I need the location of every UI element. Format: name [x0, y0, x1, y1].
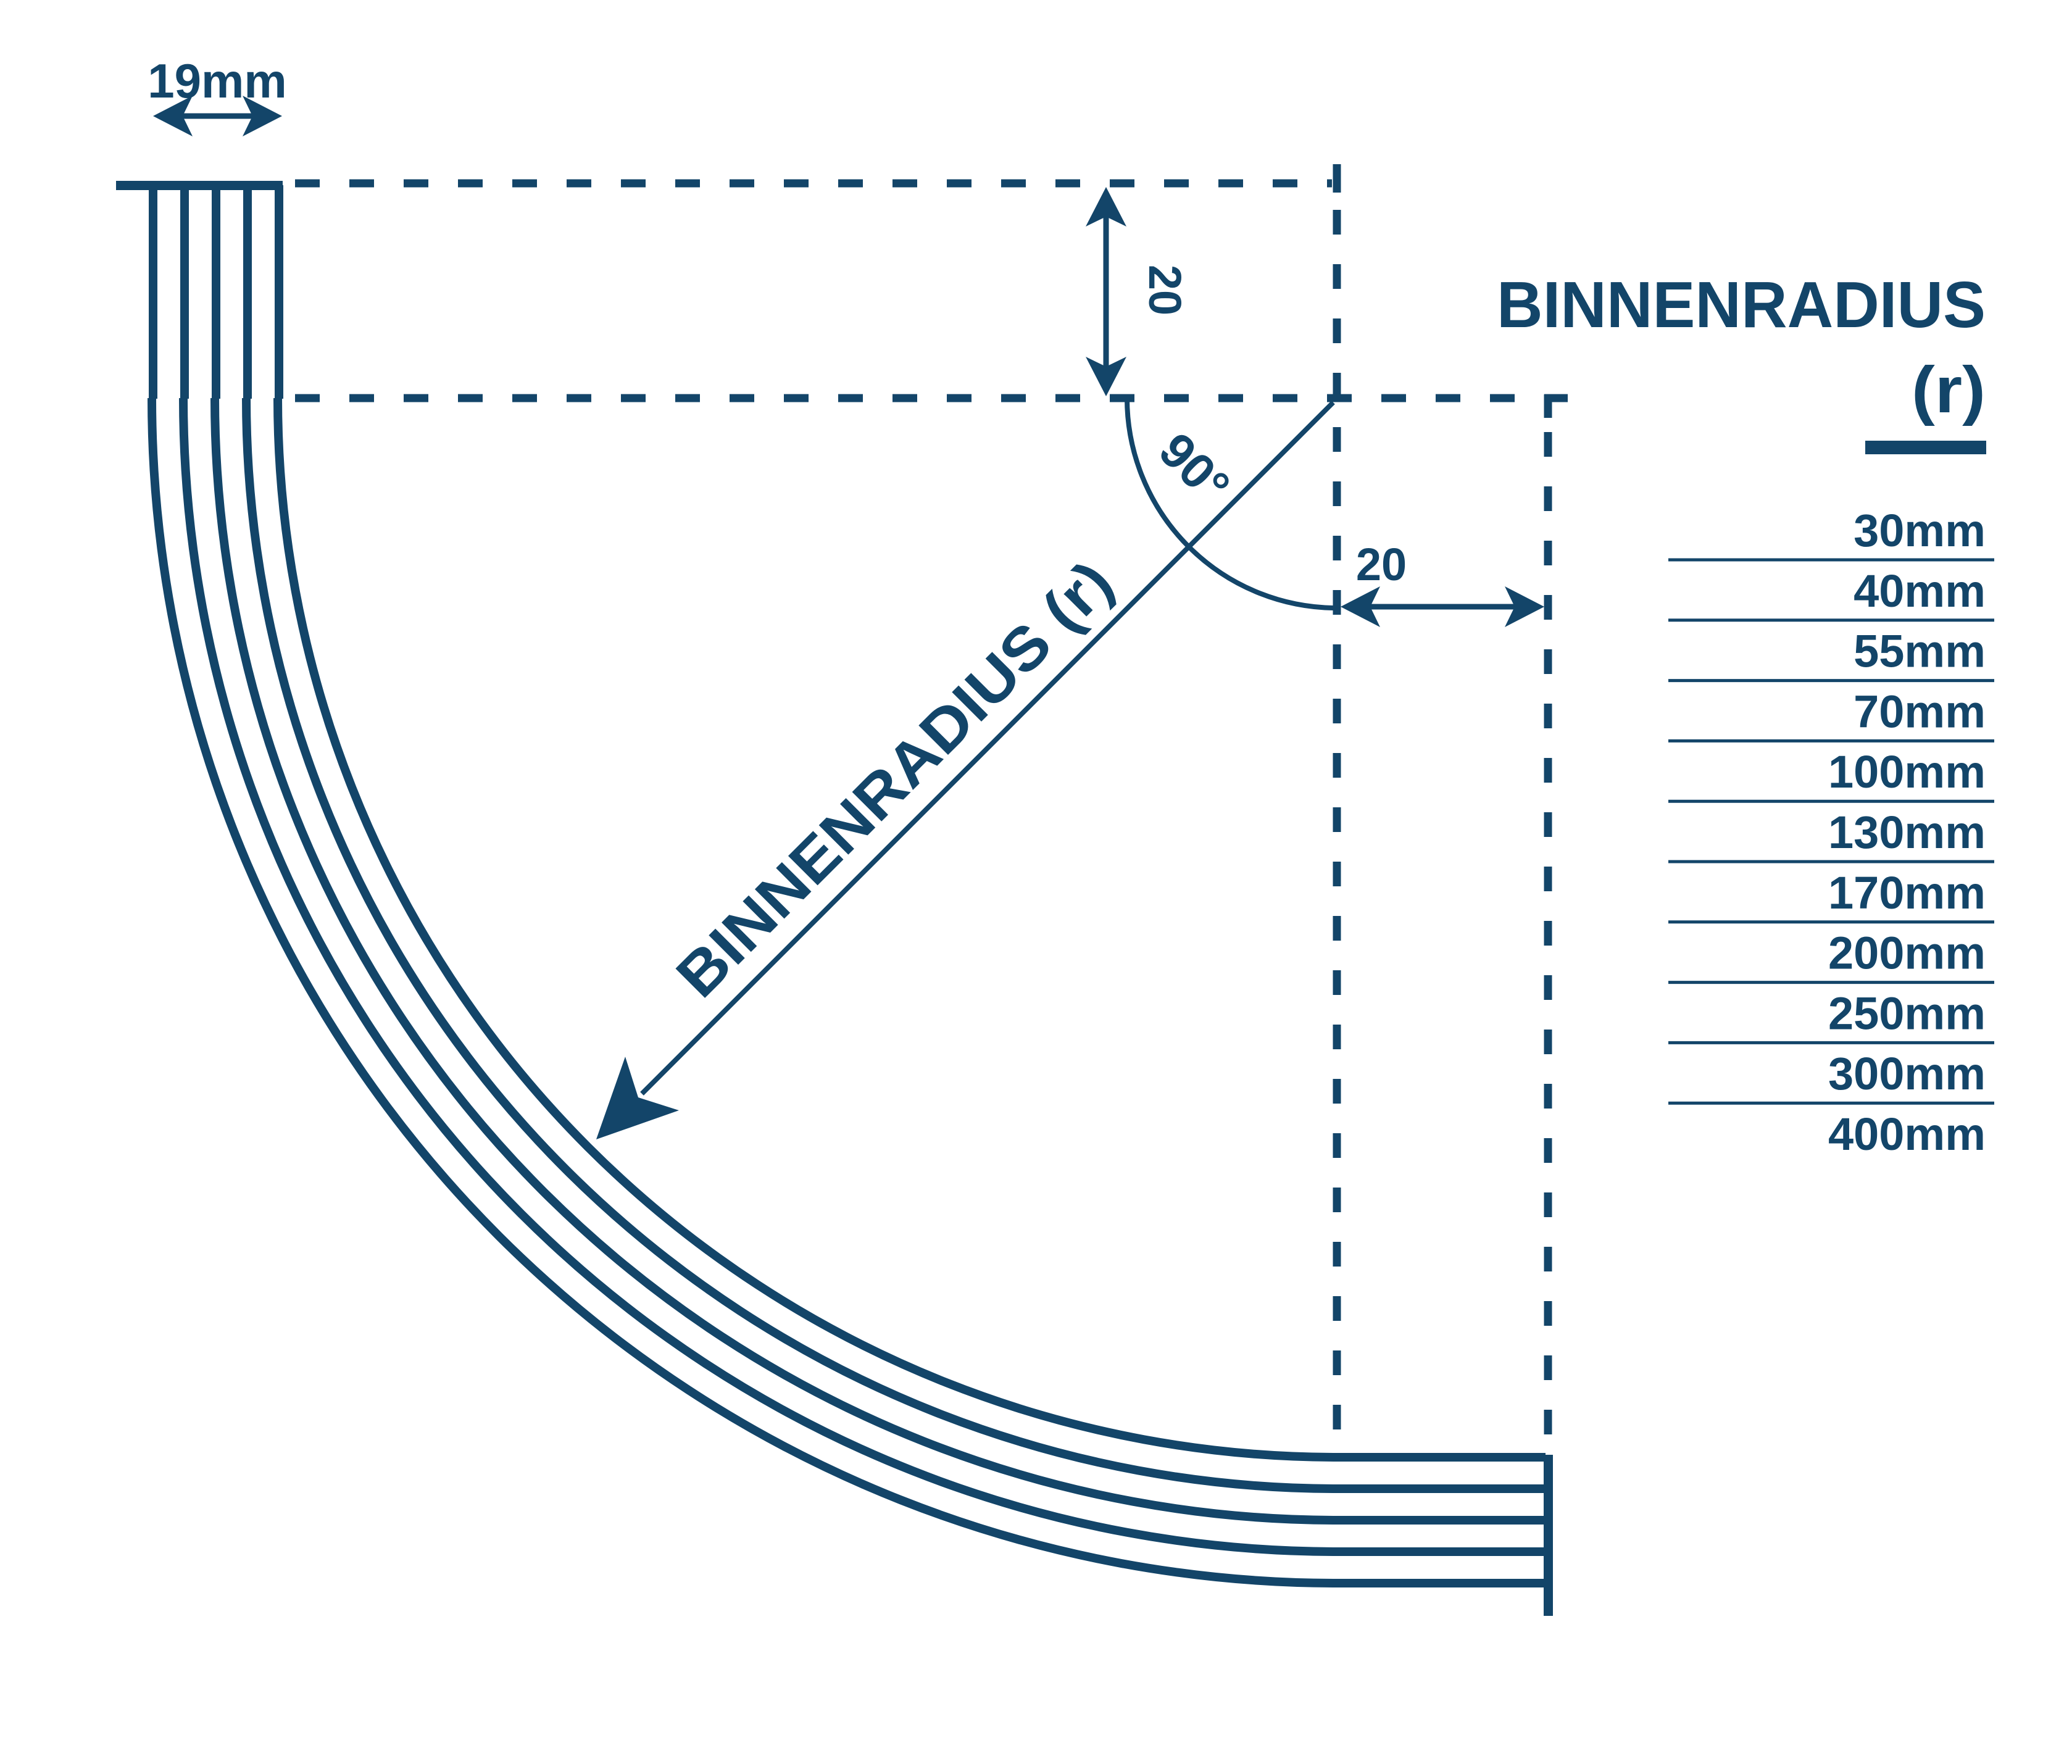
legend-item: 30mm — [1854, 505, 1986, 556]
dimension-20-horizontal: 20 — [1341, 539, 1544, 627]
track-rails-bottom-straight — [1337, 1453, 1546, 1587]
arrowhead-right-icon — [1505, 586, 1544, 627]
angle-90-label: 90° — [1149, 422, 1240, 514]
dimension-19mm-label: 19mm — [148, 54, 286, 108]
legend: BINNENRADIUS (r) 30mm 40mm 55mm 70mm 100mm 13… — [1497, 268, 1994, 1160]
radius-arrow-head-icon — [596, 1057, 679, 1139]
legend-item: 55mm — [1854, 626, 1986, 677]
legend-title: BINNENRADIUS — [1497, 268, 1986, 341]
legend-item: 200mm — [1828, 928, 1986, 979]
dashed-guide-elbows — [1333, 164, 1568, 418]
legend-item: 300mm — [1828, 1048, 1986, 1099]
legend-item: 100mm — [1828, 746, 1986, 797]
legend-item: 170mm — [1828, 867, 1986, 918]
legend-item: 130mm — [1828, 807, 1986, 858]
dimension-20-vertical-label: 20 — [1139, 265, 1191, 315]
dimension-20-horizontal-label: 20 — [1356, 539, 1407, 590]
top-end-cap — [116, 181, 283, 190]
dimension-19mm: 19mm — [148, 54, 287, 136]
legend-accent-bar — [1865, 441, 1986, 454]
arrowhead-left-icon — [153, 96, 193, 136]
legend-item: 400mm — [1828, 1109, 1986, 1160]
dashed-guides — [295, 179, 1552, 1448]
legend-item: 70mm — [1854, 686, 1986, 737]
dimension-20-vertical: 20 — [1086, 187, 1191, 396]
arrowhead-left-icon — [1341, 586, 1380, 627]
arrowhead-up-icon — [1086, 187, 1126, 227]
radius-arrow-line — [640, 401, 1335, 1096]
track-curve — [116, 181, 1553, 1616]
track-rails-top-straight — [149, 185, 283, 399]
arrowhead-right-icon — [243, 96, 282, 136]
radius-arrow: BINNENRADIUS (r) — [596, 401, 1335, 1139]
track-rails-arc — [148, 397, 1338, 1587]
legend-item: 250mm — [1828, 988, 1986, 1039]
legend-item: 40mm — [1854, 565, 1986, 617]
radius-diagonal-label: BINNENRADIUS (r) — [663, 547, 1126, 1010]
legend-subtitle: (r) — [1912, 354, 1986, 426]
legend-rows: 30mm 40mm 55mm 70mm 100mm 130mm 170mm 200mm 250m… — [1668, 505, 1994, 1160]
bottom-end-cap — [1544, 1455, 1553, 1616]
arrowhead-down-icon — [1086, 357, 1126, 396]
